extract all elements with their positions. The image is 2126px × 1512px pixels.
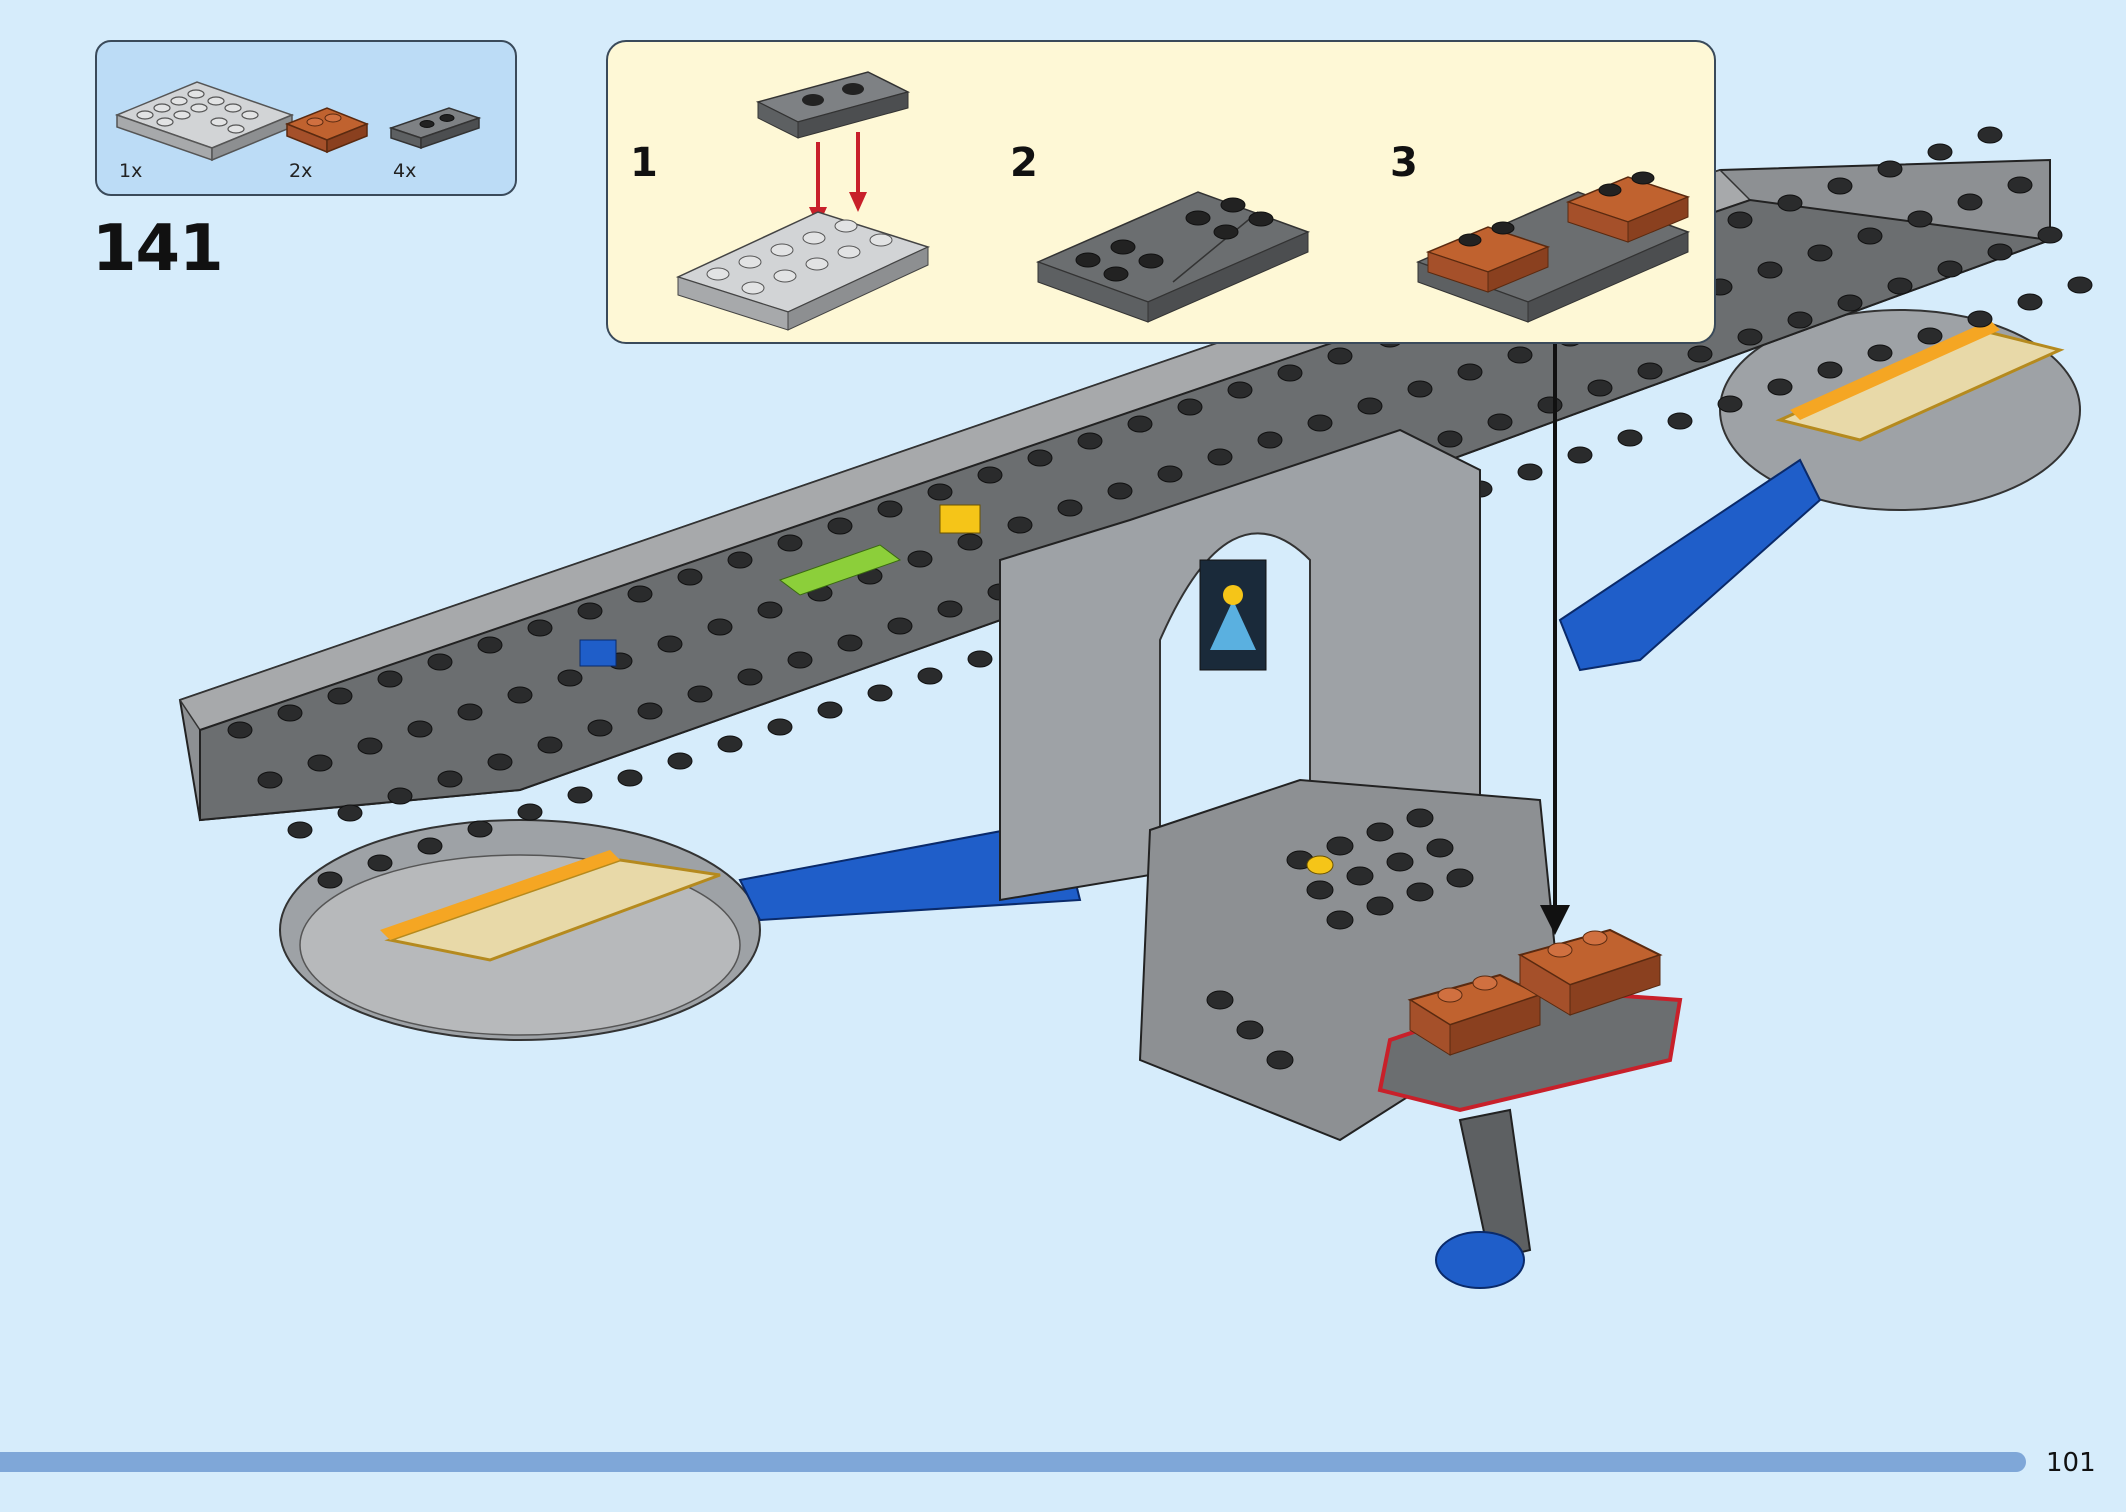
green-accent-tile <box>778 544 902 596</box>
part-qty-2: 2x <box>289 160 313 182</box>
substep-3-illustration <box>1415 171 1691 323</box>
left-blue-fin <box>738 818 1082 922</box>
sub-assembly-panel: 1 2 3 <box>606 40 1716 344</box>
right-blue-fin <box>1558 458 1822 672</box>
page-number: 101 <box>2046 1448 2096 1478</box>
highlighted-new-plates <box>1377 928 1683 1113</box>
dark-gray-plate-1x4-icon <box>388 107 482 150</box>
parts-list-panel: 1x 2x 4x <box>95 40 517 196</box>
part-qty-3: 4x <box>393 160 417 182</box>
landing-gear-strut <box>1458 1108 1532 1262</box>
yellow-accent-brick <box>939 504 981 534</box>
left-wing-tan-panel <box>384 858 721 962</box>
part-qty-1: 1x <box>119 160 143 182</box>
progress-bar <box>0 1452 2026 1472</box>
brown-plate-2x2-icon <box>284 107 370 154</box>
step-number: 141 <box>92 212 224 286</box>
landing-gear-wheel <box>1435 1231 1525 1289</box>
substep-3-label: 3 <box>1390 140 1418 186</box>
substep-2-label: 2 <box>1010 140 1038 186</box>
substep-2-illustration <box>1035 191 1311 323</box>
light-gray-plate-2x6-icon <box>114 81 295 162</box>
substep-1-illustration <box>675 71 931 331</box>
blue-accent-brick <box>579 639 617 667</box>
substep-1-label: 1 <box>630 140 658 186</box>
